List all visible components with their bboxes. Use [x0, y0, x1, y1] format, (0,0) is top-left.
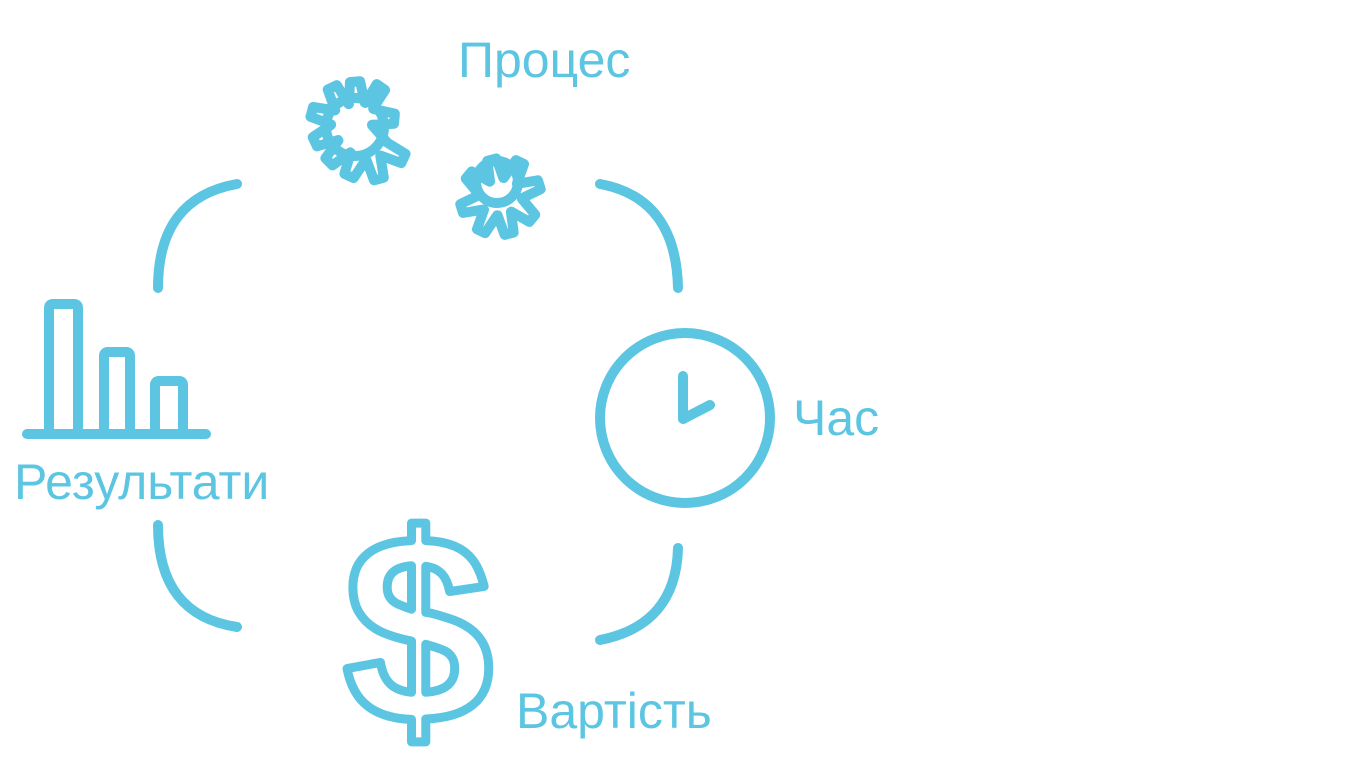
- bar-medium: [99, 347, 135, 439]
- large-gear-hub: [321, 93, 389, 161]
- label-cost: Вартість: [516, 683, 712, 739]
- gears-icon: [305, 76, 546, 240]
- small-gear: [455, 153, 546, 240]
- small-gear-hub: [471, 156, 523, 208]
- bar-short: [150, 376, 188, 439]
- label-results: Результати: [14, 454, 270, 510]
- label-time: Час: [793, 390, 880, 446]
- bar-chart-icon: [22, 299, 211, 439]
- arc-top-right: [595, 179, 683, 293]
- arc-bottom-right: [595, 543, 683, 645]
- dollar-icon: $: [343, 479, 492, 768]
- arc-bottom-left: [153, 520, 242, 632]
- cycle-arcs: [153, 179, 683, 645]
- clock-hands: [678, 371, 715, 424]
- bar-tall: [44, 299, 83, 439]
- arc-top-left: [153, 179, 242, 293]
- label-process: Процес: [458, 32, 631, 88]
- clock-icon: [595, 328, 775, 508]
- clock-face: [595, 328, 775, 508]
